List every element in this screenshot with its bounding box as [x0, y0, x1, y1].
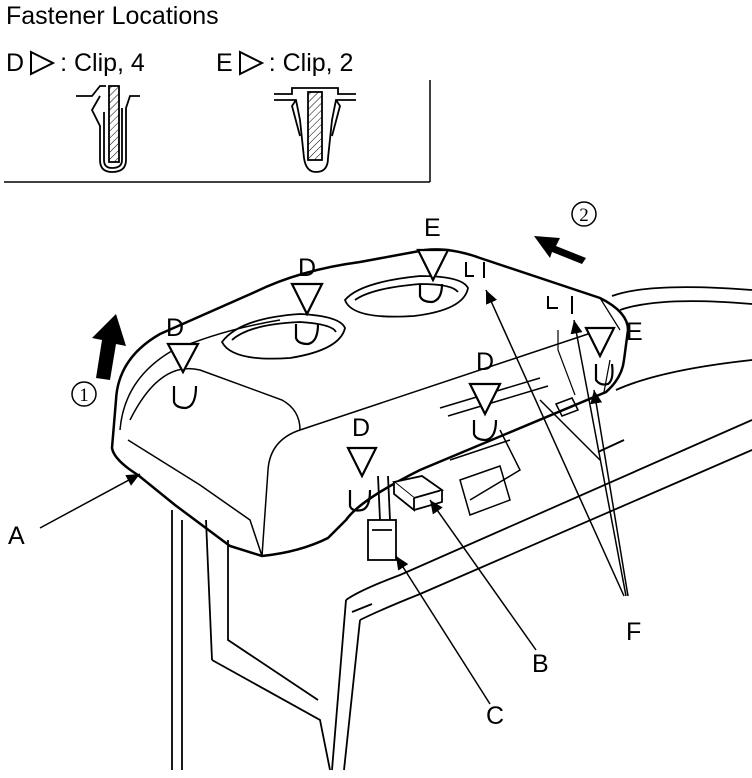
callout-b: B [532, 650, 549, 678]
legend-text: : Clip, 2 [268, 48, 354, 77]
legend-text: : Clip, 4 [60, 48, 145, 77]
seat-frame [171, 286, 752, 771]
clip-markers-d [166, 282, 502, 512]
console-housing [110, 248, 630, 558]
label-e: E [626, 318, 643, 346]
clip-d-detail [76, 85, 140, 173]
connector-c [367, 475, 397, 561]
bracket-assembly [439, 377, 601, 516]
label-e: E [424, 214, 441, 242]
label-d: D [166, 314, 184, 342]
legend-item-e: E : Clip, 2 [216, 48, 353, 78]
removal-direction-arrows [92, 236, 586, 380]
label-d: D [476, 348, 494, 376]
legend-box [4, 80, 431, 183]
clip-markers-e [416, 248, 616, 386]
callout-a: A [8, 522, 25, 550]
arrow-1-icon [92, 314, 126, 380]
fastener-labels: D D D D E E [166, 214, 643, 442]
triangle-marker-icon [30, 50, 56, 77]
legend-letter: E [216, 48, 233, 77]
legend-item-d: D : Clip, 4 [6, 48, 145, 78]
page-title: Fastener Locations [6, 2, 219, 30]
triangle-marker-icon [238, 50, 264, 77]
step-1-label: 1 [79, 385, 89, 406]
arrow-2-icon [534, 236, 586, 264]
connector-b [391, 475, 445, 512]
step-2-label: 2 [579, 205, 589, 226]
legend-letter: D [6, 48, 25, 77]
callout-c: C [486, 702, 504, 730]
callout-labels: A B C F [8, 522, 641, 730]
cup-holders [220, 275, 469, 360]
callout-f: F [626, 618, 641, 646]
label-d: D [298, 254, 316, 282]
clip-e-detail [274, 87, 356, 173]
step-markers: 1 2 [71, 201, 597, 407]
label-d: D [352, 414, 370, 442]
leader-lines [39, 289, 629, 705]
clip-slots-f [465, 262, 573, 314]
